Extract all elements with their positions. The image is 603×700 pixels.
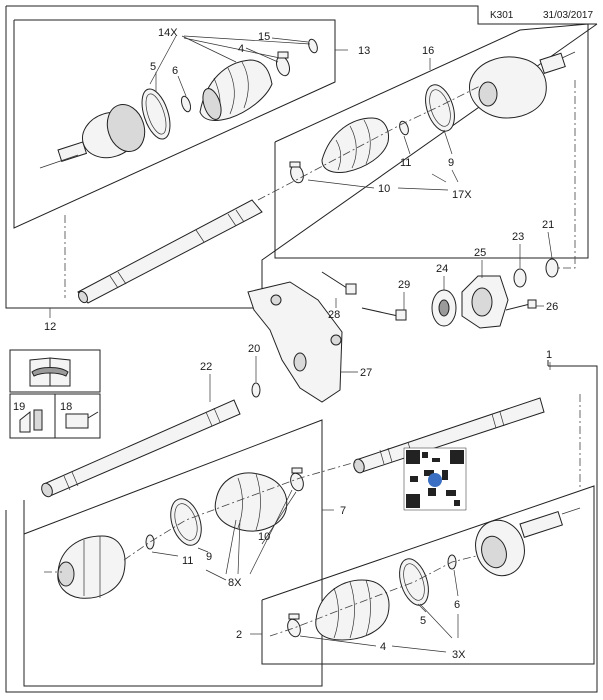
assembly-13-box [13, 19, 336, 229]
callout-24: 24 [436, 263, 448, 275]
bolt-26 [505, 299, 537, 311]
outer-cv-joint-lower [475, 507, 581, 577]
header-date: 31/03/2017 [543, 10, 593, 21]
callout-6-top: 6 [172, 65, 178, 77]
callout-11-lower: 11 [182, 555, 193, 567]
drive-shaft-1 [353, 397, 545, 474]
clamp-4-lower [287, 613, 301, 638]
callout-7: 7 [340, 505, 346, 517]
callout-27: 27 [360, 367, 372, 379]
assembly-12-frame [5, 6, 598, 309]
callout-8x: 8X [228, 577, 242, 589]
callout-25: 25 [474, 247, 486, 259]
oil-can-icon-18 [54, 393, 101, 439]
callout-3x: 3X [452, 649, 466, 661]
clamp-9-lower [170, 498, 202, 546]
callout-28: 28 [328, 309, 340, 321]
header-tab: K301 31/03/2017 [6, 5, 597, 25]
circlip-20 [251, 382, 261, 398]
outer-cv-joint-top [39, 104, 146, 169]
bolt-29 [361, 307, 407, 321]
callout-11-top: 11 [400, 157, 411, 169]
circlip-11-top [399, 120, 409, 136]
callout-15: 15 [258, 31, 270, 43]
circlip-6-top [180, 95, 192, 113]
inner-clamp-10-top [289, 161, 304, 184]
tripod-housing-7 [57, 535, 126, 599]
callout-20: 20 [248, 343, 260, 355]
callout-9-lower: 9 [206, 551, 212, 563]
clamp-5-lower [399, 558, 429, 606]
bearing-24 [431, 289, 457, 327]
callout-12: 12 [44, 321, 56, 333]
clamp-10-lower [290, 467, 304, 492]
boot-3 [315, 579, 390, 641]
assembly-1-frame [5, 360, 598, 693]
tripod-housing-16 [469, 51, 576, 119]
callout-17x: 17X [452, 189, 472, 201]
callout-10-lower: 10 [258, 531, 270, 543]
circlip-11-lower [145, 534, 155, 550]
callout-4-lower: 4 [380, 641, 386, 653]
drive-shaft-22 [41, 399, 241, 498]
ring-23 [513, 268, 527, 288]
boot-clamp-5-top [141, 88, 171, 140]
callout-14x: 14X [158, 27, 178, 39]
header-code: K301 [490, 10, 514, 21]
assembly-2-box [261, 485, 595, 665]
callout-22: 22 [200, 361, 212, 373]
assembly-line-upper-2 [257, 85, 481, 201]
boot-clamp-4-top [276, 51, 290, 77]
assembly-16-box [274, 23, 589, 259]
callout-10-top: 10 [378, 183, 390, 195]
leader-lines [49, 35, 553, 653]
ring-21 [545, 258, 559, 278]
clamp-15-top [308, 38, 318, 54]
callout-9-top: 9 [448, 157, 454, 169]
qr-code [403, 447, 467, 511]
callout-1: 1 [546, 349, 552, 361]
callout-6-lower: 6 [454, 599, 460, 611]
callout-19: 19 [13, 401, 25, 413]
bearing-housing-25 [461, 275, 509, 329]
boot-8 [214, 472, 288, 532]
callouts: 14X 15 4 13 5 6 16 11 9 10 17X 12 21 23 … [13, 27, 558, 661]
assembly-7-box [23, 419, 323, 687]
boot-14-top [199, 59, 273, 121]
callout-5-top: 5 [150, 61, 156, 73]
callout-18: 18 [60, 401, 72, 413]
assembly-line-lower-3 [269, 555, 477, 637]
callout-5-lower: 5 [420, 615, 426, 627]
clamp-9-top [425, 84, 455, 132]
callout-26: 26 [546, 301, 558, 313]
callout-29: 29 [398, 279, 410, 291]
callout-13: 13 [358, 45, 370, 57]
inner-boot-16 [321, 117, 389, 173]
callout-4-top: 4 [238, 43, 244, 55]
callout-16: 16 [422, 45, 434, 57]
drive-shaft-12 [77, 199, 263, 304]
assembly-line-upper-3 [556, 80, 576, 269]
support-bracket-27 [247, 281, 343, 403]
callout-23: 23 [512, 231, 524, 243]
assembly-line-lower-2 [123, 461, 357, 561]
manual-tools-icon [9, 349, 101, 393]
callout-2: 2 [236, 629, 242, 641]
callout-21: 21 [542, 219, 554, 231]
bolt-28 [321, 271, 357, 295]
